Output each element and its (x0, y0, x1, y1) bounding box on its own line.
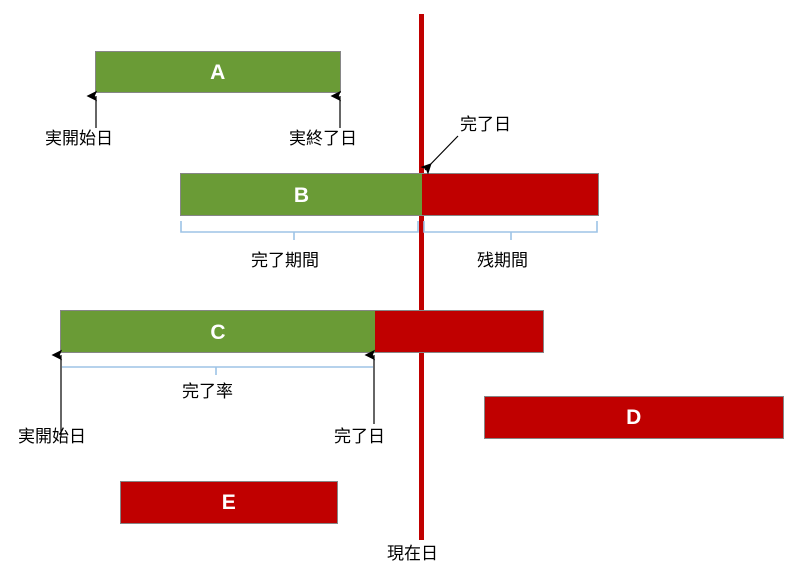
label-completion-rate-c: 完了率 (182, 382, 233, 402)
label-actual-start-a: 実開始日 (45, 129, 113, 149)
bar-b-remaining-segment (422, 174, 598, 215)
bar-d-label: D (626, 406, 642, 429)
today-vertical-line (419, 14, 424, 540)
brace-completed-period-b (180, 221, 419, 240)
bar-e[interactable]: E (120, 481, 338, 524)
bar-a-label: A (210, 60, 226, 84)
bar-d[interactable]: D (484, 396, 784, 439)
label-completed-period-b: 完了期間 (251, 251, 319, 271)
bar-a[interactable]: A (95, 51, 341, 93)
label-remaining-period-b: 残期間 (477, 251, 528, 271)
bar-e-label: E (221, 491, 237, 514)
label-completion-date-b: 完了日 (460, 115, 511, 135)
brace-remaining-period-b (423, 221, 598, 240)
leader-completion-date-b (420, 135, 459, 175)
brace-completion-rate-c (62, 366, 373, 375)
label-today: 現在日 (387, 544, 438, 564)
label-actual-end-a: 実終了日 (289, 129, 357, 149)
bar-c-label: C (210, 321, 226, 344)
bar-c-remaining-segment (375, 311, 543, 352)
bar-c[interactable]: C (60, 310, 544, 353)
label-completion-date-c: 完了日 (334, 427, 385, 447)
bar-b[interactable]: B (180, 173, 599, 216)
bar-c-completed-segment (61, 311, 375, 352)
bar-b-label: B (293, 184, 310, 207)
bar-b-completed-segment (181, 174, 422, 215)
label-actual-start-c: 実開始日 (18, 427, 86, 447)
